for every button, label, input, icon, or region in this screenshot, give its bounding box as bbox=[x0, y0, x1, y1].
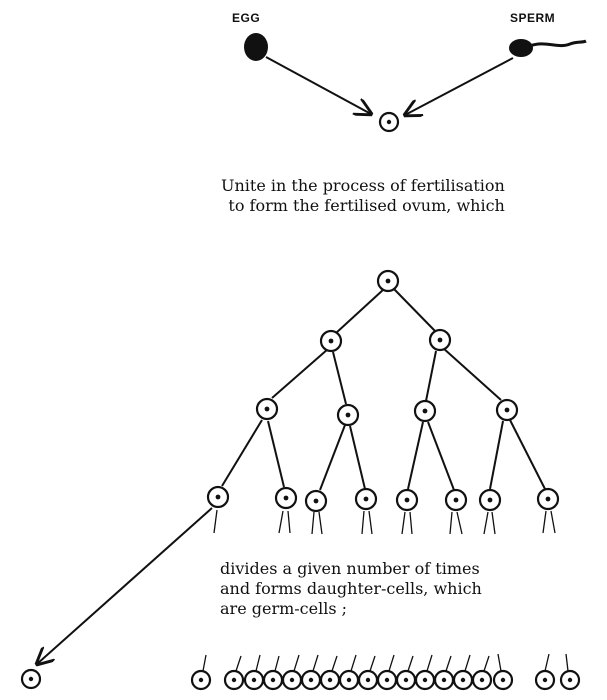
caption-line: divides a given number of times bbox=[220, 559, 480, 578]
stub-line bbox=[213, 509, 218, 534]
germ-cell bbox=[395, 655, 417, 691]
germ-cell bbox=[243, 654, 265, 691]
germ-cell bbox=[414, 654, 436, 691]
sperm-cell bbox=[509, 39, 587, 57]
germ-cell bbox=[471, 655, 493, 691]
germ-cell bbox=[376, 654, 398, 691]
germ-cell bbox=[190, 654, 212, 691]
cell-node bbox=[255, 397, 279, 421]
germ-cell bbox=[534, 653, 556, 691]
germ-cell bbox=[357, 655, 379, 691]
caption-line: Unite in the process of fertilisation bbox=[221, 176, 505, 195]
germ-cell bbox=[433, 655, 455, 691]
germ-cells-row bbox=[20, 653, 581, 691]
germ-cell bbox=[492, 653, 514, 691]
caption-line: and forms daughter-cells, which bbox=[220, 579, 482, 598]
cell-node bbox=[478, 488, 502, 512]
cell-node bbox=[376, 269, 400, 293]
egg-label: EGG bbox=[232, 11, 260, 25]
germ-cell bbox=[559, 653, 581, 691]
egg-cell bbox=[244, 33, 268, 61]
cell-node bbox=[536, 487, 560, 511]
germ-cell bbox=[300, 654, 322, 691]
fertilised-ovum bbox=[378, 111, 400, 133]
germ-cell bbox=[262, 655, 284, 691]
germ-cell bbox=[20, 668, 42, 690]
division-caption: divides a given number of times and form… bbox=[220, 559, 482, 619]
cell-node bbox=[319, 329, 343, 353]
egg-to-ovum-arrow bbox=[265, 56, 371, 114]
division-cells bbox=[206, 269, 560, 513]
germ-cell bbox=[452, 654, 474, 691]
cell-node bbox=[428, 328, 452, 352]
cell-node bbox=[413, 399, 437, 423]
cell-node bbox=[444, 488, 468, 512]
germ-cell bbox=[281, 654, 303, 691]
germ-cell bbox=[223, 655, 245, 691]
cell-node bbox=[206, 485, 230, 509]
division-branches bbox=[221, 288, 546, 491]
cell-node bbox=[304, 489, 328, 513]
fertilisation-caption: Unite in the process of fertilisation to… bbox=[221, 176, 505, 216]
caption-line: to form the fertilised ovum, which bbox=[228, 196, 505, 215]
germ-cell bbox=[319, 655, 341, 691]
cell-node bbox=[395, 488, 419, 512]
caption-line: are germ-cells ; bbox=[220, 599, 348, 618]
cell-node bbox=[495, 398, 519, 422]
cell-node bbox=[274, 486, 298, 510]
sperm-label: SPERM bbox=[510, 11, 555, 25]
cell-stub-lines bbox=[278, 510, 556, 535]
cell-node bbox=[354, 487, 378, 511]
germ-cell bbox=[338, 654, 360, 691]
sperm-to-ovum-arrow bbox=[405, 57, 514, 115]
cell-node bbox=[336, 403, 360, 427]
germ-cell-arrow bbox=[37, 507, 213, 664]
